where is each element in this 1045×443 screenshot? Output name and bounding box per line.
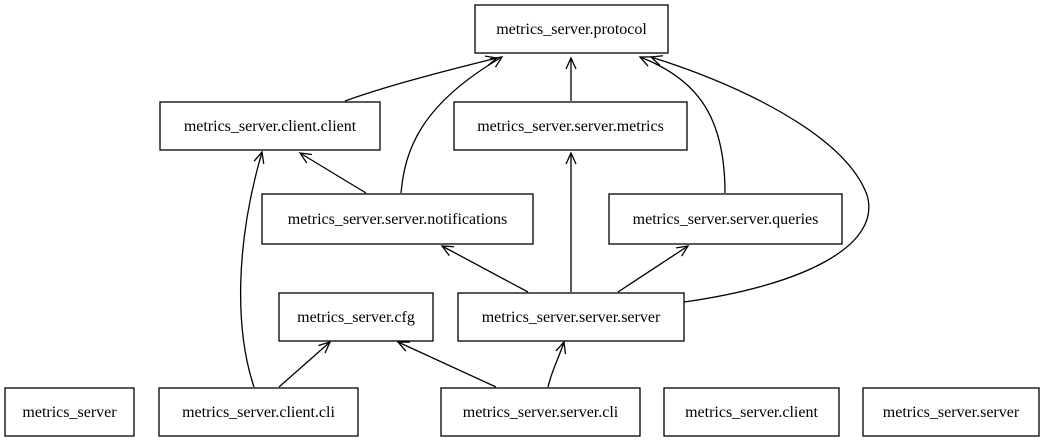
edge-line	[650, 56, 870, 303]
node-label: metrics_server.server.queries	[633, 211, 819, 228]
node-server-metrics: metrics_server.server.metrics	[453, 101, 688, 151]
arrowhead-icon	[489, 56, 504, 68]
arrowhead-icon	[649, 55, 664, 66]
node-client-cli: metrics_server.client.cli	[158, 387, 359, 437]
node-server: metrics_server.server	[862, 387, 1040, 437]
node-box	[159, 101, 381, 151]
node-server-notifications: metrics_server.server.notifications	[261, 193, 534, 245]
node-label: metrics_server.server.notifications	[288, 211, 507, 228]
node-label: metrics_server.client	[685, 404, 818, 421]
node-box	[663, 387, 840, 437]
node-label: metrics_server.server	[883, 404, 1020, 421]
edge-line	[400, 56, 503, 194]
edge-server-server-to-server-notifications	[440, 245, 529, 293]
arrowhead-icon	[298, 152, 313, 164]
node-server-server: metrics_server.server.server	[457, 292, 685, 342]
arrowhead-icon	[253, 150, 265, 165]
node-box	[474, 4, 669, 54]
edge-client-client-to-protocol	[344, 55, 499, 102]
arrowhead-icon	[565, 56, 577, 70]
edge-server-server-to-protocol	[649, 55, 870, 303]
node-label: metrics_server.client.cli	[182, 404, 335, 421]
node-client-client: metrics_server.client.client	[159, 101, 381, 151]
node-box	[457, 292, 685, 342]
node-box	[158, 387, 359, 437]
edge-client-cli-to-client-client	[239, 150, 265, 388]
arrowhead-icon	[638, 56, 653, 67]
arrowhead-icon	[565, 151, 577, 165]
arrowhead-icon	[396, 341, 411, 352]
edge-line	[278, 341, 331, 388]
node-label: metrics_server.server.server	[482, 309, 661, 326]
node-label: metrics_server.protocol	[496, 21, 647, 38]
arrowhead-icon	[318, 340, 332, 354]
node-label: metrics_server	[22, 404, 117, 421]
node-box	[261, 193, 534, 245]
edge-line	[547, 341, 565, 388]
node-cfg: metrics_server.cfg	[278, 292, 434, 342]
node-server-queries: metrics_server.server.queries	[608, 193, 843, 245]
edge-server-cli-to-cfg	[396, 341, 497, 388]
node-client: metrics_server.client	[663, 387, 840, 437]
arrowhead-icon	[675, 245, 690, 257]
edge-server-metrics-to-protocol	[565, 56, 577, 101]
node-label: metrics_server.client.client	[184, 118, 357, 135]
node-root: metrics_server	[4, 387, 135, 437]
edge-server-queries-to-protocol	[638, 56, 726, 194]
edges-layer	[239, 55, 870, 388]
edge-line	[397, 341, 497, 388]
node-box	[453, 101, 688, 151]
edge-server-notifications-to-protocol	[400, 56, 504, 194]
edge-client-cli-to-cfg	[278, 340, 332, 388]
edge-server-cli-to-server-server	[547, 340, 567, 388]
edge-line	[299, 152, 367, 194]
node-server-cli: metrics_server.server.cli	[440, 387, 641, 437]
edge-server-server-to-server-queries	[617, 245, 690, 293]
node-box	[278, 292, 434, 342]
node-label: metrics_server.server.cli	[463, 404, 619, 421]
node-box	[608, 193, 843, 245]
arrowhead-icon	[440, 245, 455, 256]
nodes-layer: metrics_server.protocol metrics_server.cl…	[4, 4, 1040, 437]
node-label: metrics_server.server.metrics	[477, 118, 664, 135]
edge-line	[441, 245, 529, 293]
edge-line	[639, 56, 726, 194]
node-box	[862, 387, 1040, 437]
node-box	[4, 387, 135, 437]
edge-line	[617, 245, 689, 293]
node-protocol: metrics_server.protocol	[474, 4, 669, 54]
node-box	[440, 387, 641, 437]
edge-server-notifications-to-client-client	[298, 152, 367, 194]
edge-line	[239, 151, 263, 388]
edge-line	[344, 57, 498, 102]
arrowhead-icon	[555, 340, 567, 355]
edge-server-server-to-server-metrics	[565, 151, 577, 292]
node-label: metrics_server.cfg	[297, 309, 415, 326]
